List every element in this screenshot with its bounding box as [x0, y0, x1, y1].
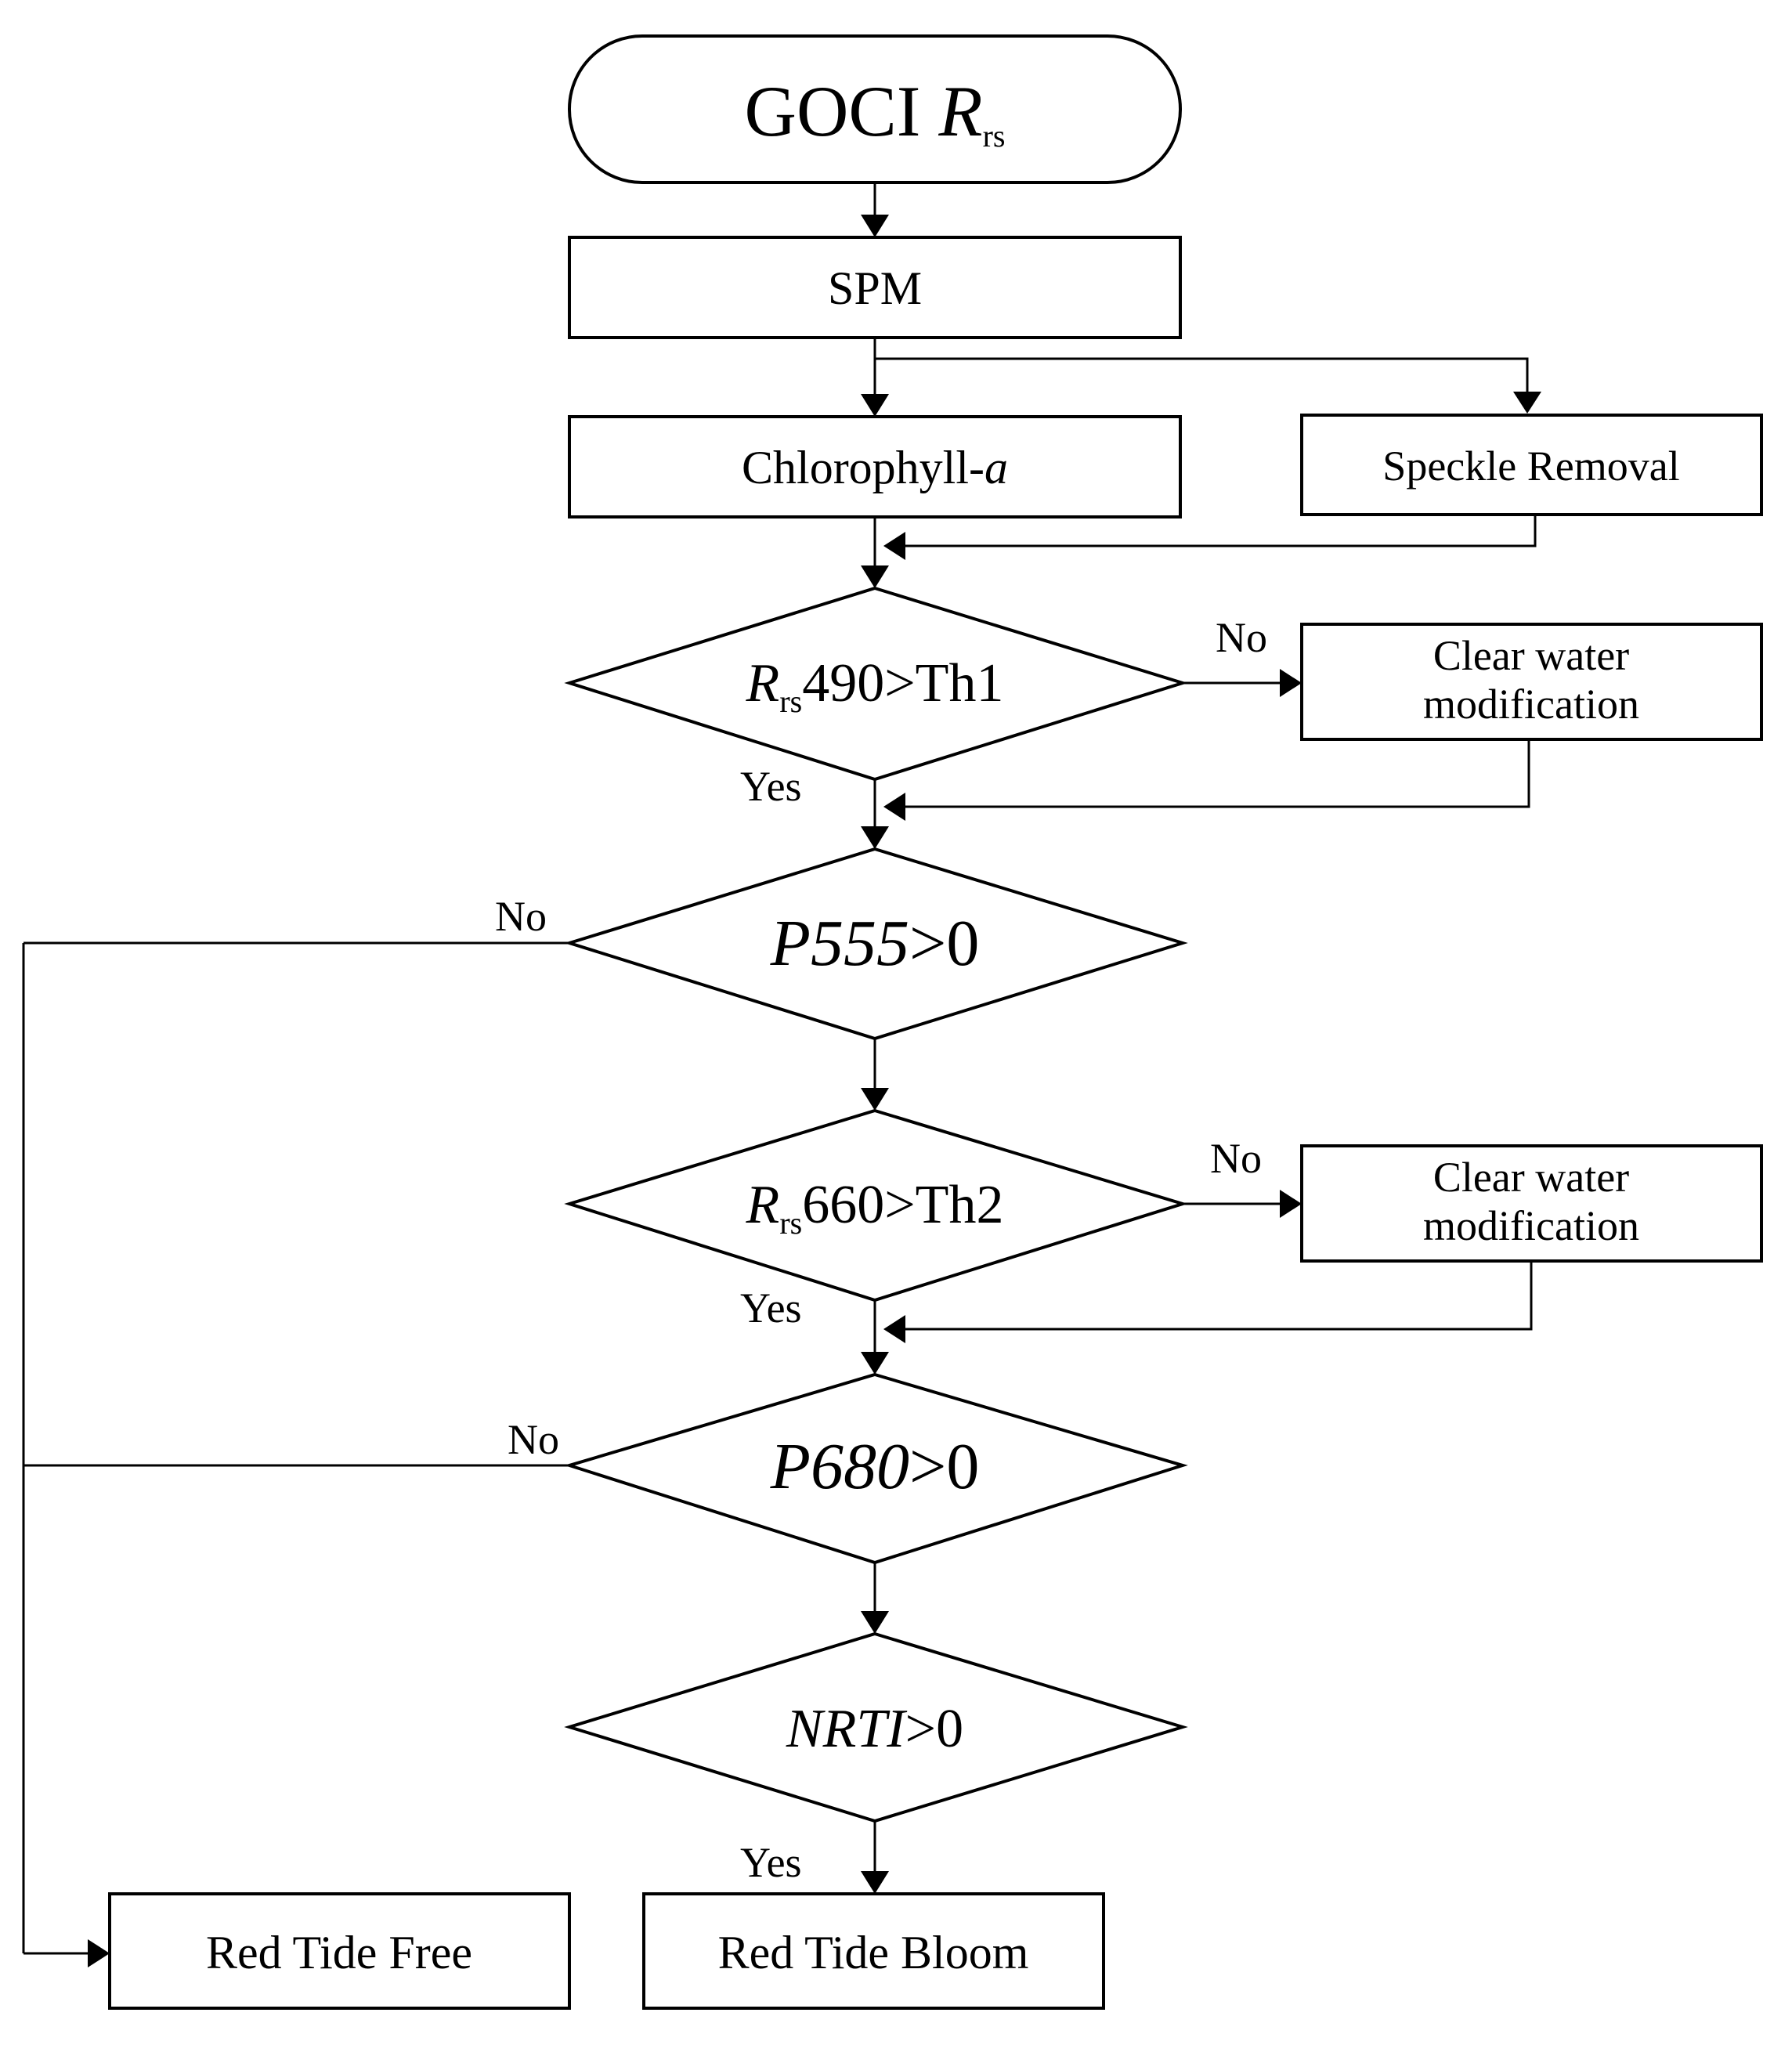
edge-label-d5-yes: Yes — [740, 1839, 802, 1886]
speckle-removal-label: Speckle Removal — [1382, 443, 1679, 490]
decision5-variable: NRTI — [786, 1699, 908, 1759]
edge-label-d2-no: No — [495, 893, 547, 940]
edge-label-d3-yes: Yes — [740, 1284, 802, 1331]
node-red-tide-free: Red Tide Free — [108, 1892, 571, 2010]
clear2-line1: Clear water — [1433, 1154, 1629, 1201]
decision3-condition: 660>Th2 — [802, 1175, 1003, 1235]
svg-text:P680>0: P680>0 — [770, 1430, 980, 1503]
svg-text:P555>0: P555>0 — [770, 907, 980, 980]
node-clear-water-2: Clear water modification — [1300, 1144, 1763, 1263]
node-clear-water-1: Clear water modification — [1300, 623, 1763, 741]
decision3-subscript: rs — [779, 1205, 802, 1241]
start-subscript: rs — [983, 118, 1006, 154]
node-start: GOCI Rrs — [568, 34, 1182, 184]
svg-text:Rrs660>Th2: Rrs660>Th2 — [746, 1175, 1004, 1241]
red-tide-bloom-label: Red Tide Bloom — [718, 1927, 1029, 1978]
node-speckle-removal: Speckle Removal — [1300, 414, 1763, 516]
svg-text:NRTI>0: NRTI>0 — [786, 1699, 963, 1759]
svg-text:Chlorophyll-a: Chlorophyll-a — [742, 442, 1008, 493]
start-label: GOCI — [745, 71, 939, 151]
node-red-tide-bloom: Red Tide Bloom — [642, 1892, 1105, 2010]
node-decision-p555: P555>0 — [564, 847, 1188, 1041]
edge-label-d1-no: No — [1216, 614, 1267, 661]
svg-text:GOCI Rrs: GOCI Rrs — [745, 71, 1006, 154]
decision4-variable: P680 — [770, 1430, 909, 1503]
edge-label-d4-no: No — [508, 1416, 559, 1463]
decision2-condition: >0 — [909, 907, 979, 980]
svg-text:Rrs490>Th1: Rrs490>Th1 — [746, 653, 1004, 719]
node-spm: SPM — [568, 236, 1182, 339]
node-chlorophyll: Chlorophyll-a — [568, 415, 1182, 518]
decision2-variable: P555 — [770, 907, 909, 980]
red-tide-free-label: Red Tide Free — [206, 1927, 472, 1978]
node-decision-rrs490: Rrs490>Th1 — [564, 586, 1188, 782]
clear1-line1: Clear water — [1433, 632, 1629, 679]
chlorophyll-variable: a — [985, 442, 1008, 493]
start-variable: R — [938, 71, 982, 151]
edge-labels: No Yes No No Yes No Yes — [495, 614, 1267, 1886]
decision4-condition: >0 — [909, 1430, 979, 1503]
node-decision-p680: P680>0 — [564, 1372, 1188, 1565]
decision5-condition: >0 — [905, 1699, 963, 1759]
clear2-line2: modification — [1423, 1202, 1639, 1249]
clear1-line2: modification — [1423, 681, 1639, 728]
decision1-subscript: rs — [779, 684, 802, 719]
decision1-variable: R — [746, 653, 780, 714]
connectors — [22, 182, 1541, 1967]
decision1-condition: 490>Th1 — [802, 653, 1003, 714]
edge-label-d3-no: No — [1210, 1135, 1262, 1182]
decision3-variable: R — [746, 1175, 780, 1235]
node-decision-nrti: NRTI>0 — [564, 1631, 1188, 1823]
chlorophyll-label: Chlorophyll- — [742, 442, 985, 493]
spm-label: SPM — [828, 262, 922, 314]
node-decision-rrs660: Rrs660>Th2 — [564, 1108, 1188, 1303]
edge-label-d1-yes: Yes — [740, 763, 802, 810]
